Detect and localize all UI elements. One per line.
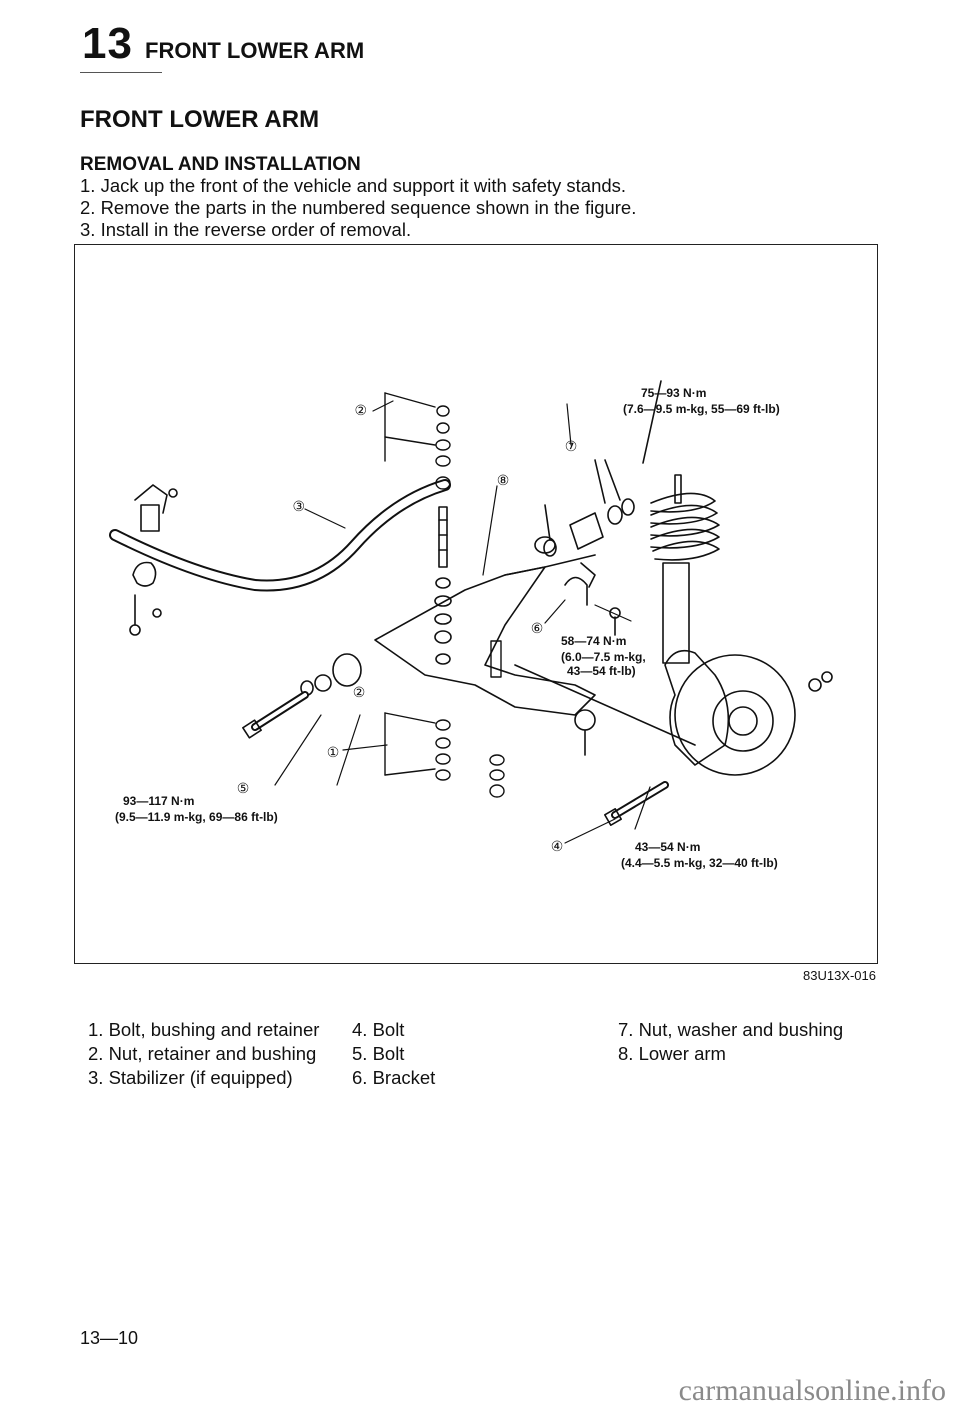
bushing-7 bbox=[543, 459, 635, 557]
stabilizer-bar bbox=[109, 479, 451, 592]
section-heading: REMOVAL AND INSTALLATION bbox=[80, 154, 361, 175]
step-3: 3. Install in the reverse order of remov… bbox=[80, 219, 412, 240]
torque-1-line2: (7.6—9.5 m-kg, 55—69 ft-lb) bbox=[623, 402, 780, 416]
leader-lines bbox=[274, 400, 651, 844]
lower-arm-drawing: ② ③ ⑧ ⑦ ⑥ ② ① ⑤ ④ 75—93 N·m (7.6—9.5 m-k… bbox=[109, 380, 833, 870]
legend-column-2: 4. Bolt 5. Bolt 6. Bracket bbox=[352, 1018, 435, 1090]
legend-item-1: 1. Bolt, bushing and retainer bbox=[88, 1019, 320, 1040]
torque-3-line1: 93—117 N·m bbox=[123, 794, 194, 808]
torque-1-line1: 75—93 N·m bbox=[641, 386, 706, 400]
watermark: carmanualsonline.info bbox=[678, 1374, 946, 1407]
bolt-bushing-stack-lower bbox=[384, 640, 505, 798]
bolt-5 bbox=[242, 691, 309, 739]
legend-column-1: 1. Bolt, bushing and retainer 2. Nut, re… bbox=[88, 1018, 319, 1090]
torque-2-line3: 43—54 ft-lb) bbox=[567, 664, 636, 678]
strut-spring bbox=[642, 380, 720, 664]
header-rule bbox=[80, 72, 162, 73]
stabilizer-bushing-left bbox=[129, 484, 178, 636]
section-number: 13 bbox=[82, 19, 133, 68]
callout-2-lower: ② bbox=[353, 686, 366, 701]
page-number: 13—10 bbox=[80, 1328, 139, 1348]
figure-code: 83U13X-016 bbox=[803, 968, 876, 983]
page-title: FRONT LOWER ARM bbox=[80, 106, 320, 133]
torque-4-line2: (4.4—5.5 m-kg, 32—40 ft-lb) bbox=[621, 856, 778, 870]
callout-7: ⑦ bbox=[565, 440, 578, 455]
legend-item-2: 2. Nut, retainer and bushing bbox=[88, 1043, 317, 1064]
knuckle-hub bbox=[514, 649, 833, 776]
callout-6: ⑥ bbox=[531, 622, 544, 637]
legend-column-3: 7. Nut, washer and bushing 8. Lower arm bbox=[618, 1018, 843, 1066]
legend-item-7: 7. Nut, washer and bushing bbox=[618, 1019, 844, 1040]
bolt-vertical bbox=[434, 506, 452, 665]
step-1: 1. Jack up the front of the vehicle and … bbox=[80, 175, 627, 196]
torque-2-line1: 58—74 N·m bbox=[561, 634, 626, 648]
torque-2-line2: (6.0—7.5 m-kg, bbox=[561, 650, 646, 664]
bolt-4 bbox=[604, 781, 669, 826]
legend-item-5: 5. Bolt bbox=[352, 1043, 405, 1064]
section-title: FRONT LOWER ARM bbox=[145, 38, 365, 63]
torque-3-line2: (9.5—11.9 m-kg, 69—86 ft-lb) bbox=[115, 810, 278, 824]
step-2: 2. Remove the parts in the numbered sequ… bbox=[80, 197, 637, 218]
exploded-diagram: ② ③ ⑧ ⑦ ⑥ ② ① ⑤ ④ 75—93 N·m (7.6—9.5 m-k… bbox=[74, 244, 878, 964]
callout-8: ⑧ bbox=[497, 474, 510, 489]
legend-item-8: 8. Lower arm bbox=[618, 1043, 726, 1064]
callout-5: ⑤ bbox=[237, 782, 250, 797]
torque-4-line1: 43—54 N·m bbox=[635, 840, 700, 854]
callout-1: ① bbox=[327, 746, 340, 761]
legend-item-6: 6. Bracket bbox=[352, 1067, 436, 1088]
legend-item-4: 4. Bolt bbox=[352, 1019, 405, 1040]
bolt-bushing-stack-upper bbox=[384, 392, 451, 490]
legend-item-3: 3. Stabilizer (if equipped) bbox=[88, 1067, 293, 1088]
callout-3: ③ bbox=[292, 500, 305, 515]
callout-2-upper: ② bbox=[354, 404, 367, 419]
callout-4: ④ bbox=[551, 840, 564, 855]
bracket-6 bbox=[564, 562, 621, 636]
lower-arm bbox=[374, 536, 596, 756]
